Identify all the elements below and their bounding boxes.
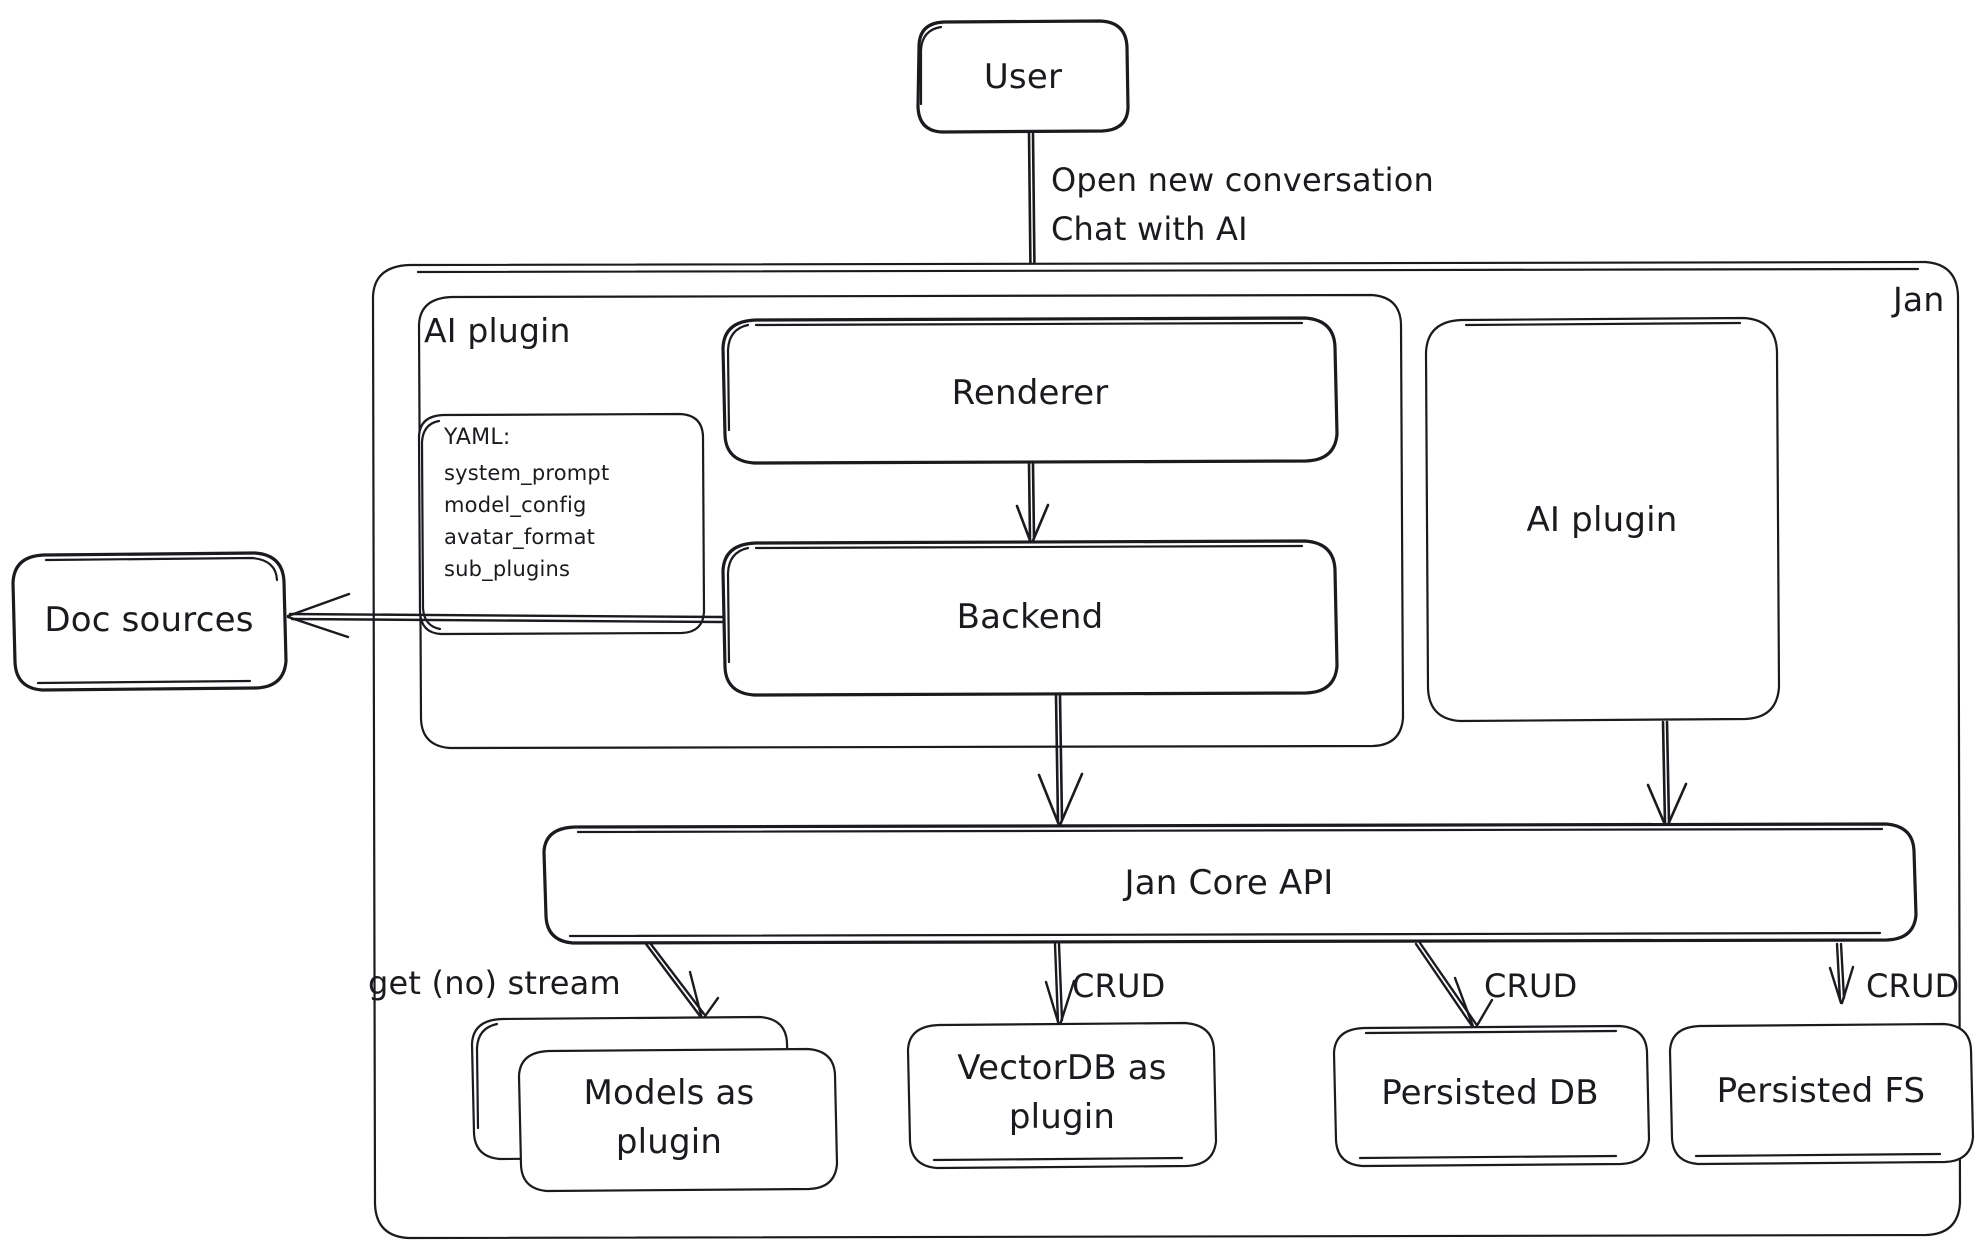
- edge-backend-to-docsources: [286, 592, 724, 639]
- edge-renderer-to-backend: [1015, 462, 1050, 545]
- edge-core-to-vectordb: [1044, 942, 1076, 1027]
- node-persisted-db-shape[interactable]: [1332, 1024, 1651, 1168]
- node-vectordb-plugin-shape[interactable]: [906, 1021, 1218, 1170]
- edge-core-to-persisteddb: [1414, 941, 1494, 1031]
- node-persisted-fs-shape[interactable]: [1668, 1022, 1975, 1166]
- edge-aiplugin-to-core: [1646, 720, 1688, 829]
- node-backend-shape[interactable]: [721, 539, 1339, 697]
- node-user-shape[interactable]: [916, 19, 1130, 134]
- node-renderer-shape[interactable]: [721, 316, 1339, 465]
- edge-backend-to-core: [1037, 694, 1084, 827]
- node-models-plugin-shape[interactable]: [470, 1015, 839, 1193]
- edge-core-to-persistedfs: [1828, 942, 1855, 1005]
- edge-core-to-models: [644, 941, 720, 1021]
- node-ai-plugin-shape[interactable]: [1424, 316, 1781, 723]
- node-doc-sources-shape[interactable]: [11, 551, 288, 692]
- card-yaml-shape: [417, 412, 706, 636]
- node-jan-core-api-shape[interactable]: [542, 822, 1918, 945]
